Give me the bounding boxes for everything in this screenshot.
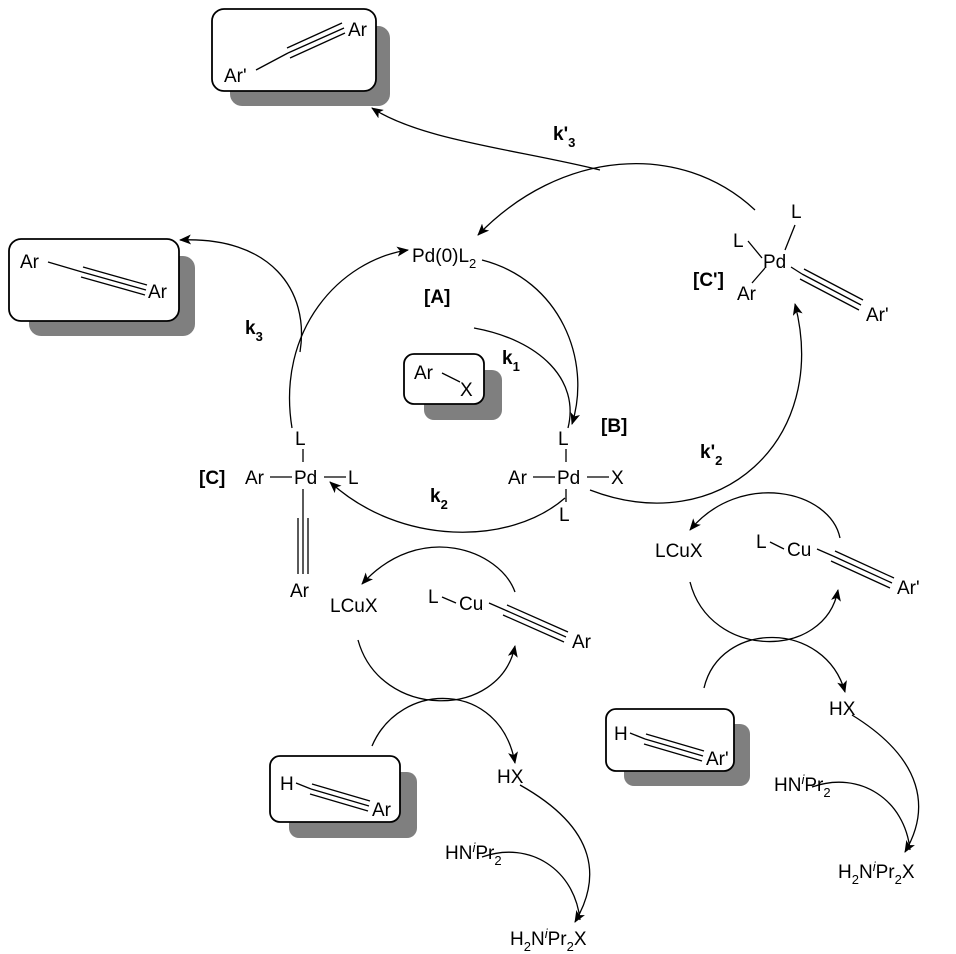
rate-k3-prime: k'3 bbox=[553, 124, 575, 150]
arrow-ArX-merge bbox=[473, 327, 571, 429]
complex-B-ligand-bottom: L bbox=[559, 505, 570, 526]
cu-left-metal: Cu bbox=[459, 594, 483, 615]
hx-right: HX bbox=[829, 699, 856, 720]
cross-coupling-product-box: Ar' Ar bbox=[211, 8, 390, 106]
lcux-right: LCuX bbox=[655, 541, 703, 562]
arrow-right-alkyne-to-hx bbox=[703, 636, 847, 693]
label-B: [B] bbox=[601, 416, 627, 437]
base-right: HNiPr2 bbox=[774, 772, 831, 800]
arrow-homo-elimination bbox=[179, 234, 302, 353]
salt-right: H2NiPr2X bbox=[838, 859, 915, 887]
aryl-halide-box: Ar X bbox=[403, 353, 502, 420]
complex-B-pd: Pd bbox=[557, 468, 580, 489]
arrow-left-to-lcux bbox=[361, 546, 516, 593]
aryl-halide-halide: X bbox=[460, 380, 473, 401]
rate-k3: k3 bbox=[245, 318, 263, 344]
complex-C-prime-pd: Pd bbox=[763, 252, 786, 273]
cu-right-ligand: L bbox=[756, 532, 767, 553]
label-C-prime: [C'] bbox=[693, 270, 724, 291]
complex-C-ligand-right: L bbox=[348, 468, 359, 489]
complex-B-ligand-top: L bbox=[558, 429, 569, 450]
salt-left: H2NiPr2X bbox=[510, 926, 587, 954]
rate-k2: k2 bbox=[430, 486, 448, 512]
complex-C-prime-alkyne-aryl: Ar' bbox=[866, 305, 889, 326]
terminal-alkyne-box-right: H Ar' bbox=[605, 708, 750, 786]
pd0-formula: Pd(0)L2 bbox=[412, 246, 476, 271]
homo-product-left-aryl: Ar bbox=[20, 252, 40, 273]
label-C: [C] bbox=[199, 468, 225, 489]
pd0-catalyst-A: Pd(0)L2 [A] bbox=[412, 246, 476, 308]
arrow-cross-elimination bbox=[371, 107, 601, 171]
pd-complex-B: Ar Pd X L L [B] bbox=[508, 416, 627, 526]
copper-cycle-left: LCuX L Cu Ar HX HNiPr2 H2NiPr2X bbox=[330, 587, 592, 954]
cu-left-acetylide-aryl: Ar bbox=[572, 632, 592, 653]
arrow-left-to-cu-acetylide bbox=[357, 639, 518, 702]
complex-B-aryl: Ar bbox=[508, 468, 528, 489]
product-aryl-prime-label: Ar' bbox=[224, 66, 247, 87]
arrow-left-base-merge bbox=[481, 851, 581, 921]
hx-left: HX bbox=[497, 767, 524, 788]
arrow-left-hx-to-salt bbox=[519, 784, 591, 923]
pd-complex-C: [C] Ar Pd L L Ar bbox=[199, 429, 359, 602]
cu-left-ligand: L bbox=[428, 587, 439, 608]
complex-C-alkyne-aryl: Ar bbox=[290, 581, 310, 602]
base-left: HNiPr2 bbox=[445, 840, 502, 868]
rate-k2-prime: k'2 bbox=[700, 442, 722, 468]
arrow-C-prime-to-A bbox=[477, 163, 756, 236]
complex-B-halide: X bbox=[611, 468, 624, 489]
complex-C-prime-aryl: Ar bbox=[737, 284, 757, 305]
cu-right-metal: Cu bbox=[787, 540, 811, 561]
product-aryl-label: Ar bbox=[348, 20, 368, 41]
arrow-right-to-cu-acetylide bbox=[689, 581, 841, 643]
complex-C-prime-ligand-left: L bbox=[733, 231, 744, 252]
cu-right-acetylide-aryl: Ar' bbox=[897, 578, 920, 599]
aryl-halide-aryl: Ar bbox=[414, 363, 434, 384]
complex-C-ligand-top: L bbox=[295, 429, 306, 450]
rate-k1: k1 bbox=[502, 348, 520, 374]
arrow-B-to-C bbox=[329, 481, 566, 533]
copper-cycle-right: LCuX L Cu Ar' HX HNiPr2 H2NiPr2X bbox=[655, 532, 920, 887]
alkyne-right-hydrogen: H bbox=[614, 724, 628, 745]
alkyne-left-aryl: Ar bbox=[372, 800, 392, 821]
arrow-A-to-B bbox=[481, 259, 581, 425]
arrow-left-alkyne-to-hx bbox=[371, 697, 518, 764]
homo-coupling-product-box: Ar Ar bbox=[8, 238, 195, 336]
terminal-alkyne-box-left: H Ar bbox=[269, 755, 417, 838]
arrow-right-to-lcux bbox=[689, 492, 841, 539]
alkyne-left-hydrogen: H bbox=[280, 774, 294, 795]
arrow-right-base-merge bbox=[811, 781, 911, 851]
lcux-left: LCuX bbox=[330, 596, 378, 617]
arrow-right-hx-to-salt bbox=[851, 714, 920, 853]
arrow-C-to-A bbox=[288, 246, 409, 429]
complex-C-prime-ligand-top: L bbox=[791, 202, 802, 223]
pd-complex-C-prime: [C'] Pd L L Ar Ar' bbox=[693, 202, 889, 326]
arrow-B-to-C-prime bbox=[589, 303, 803, 504]
label-A: [A] bbox=[424, 287, 450, 308]
homo-product-right-aryl: Ar bbox=[148, 282, 168, 303]
complex-C-pd: Pd bbox=[294, 468, 317, 489]
complex-C-aryl: Ar bbox=[245, 468, 265, 489]
alkyne-right-aryl: Ar' bbox=[706, 749, 729, 770]
